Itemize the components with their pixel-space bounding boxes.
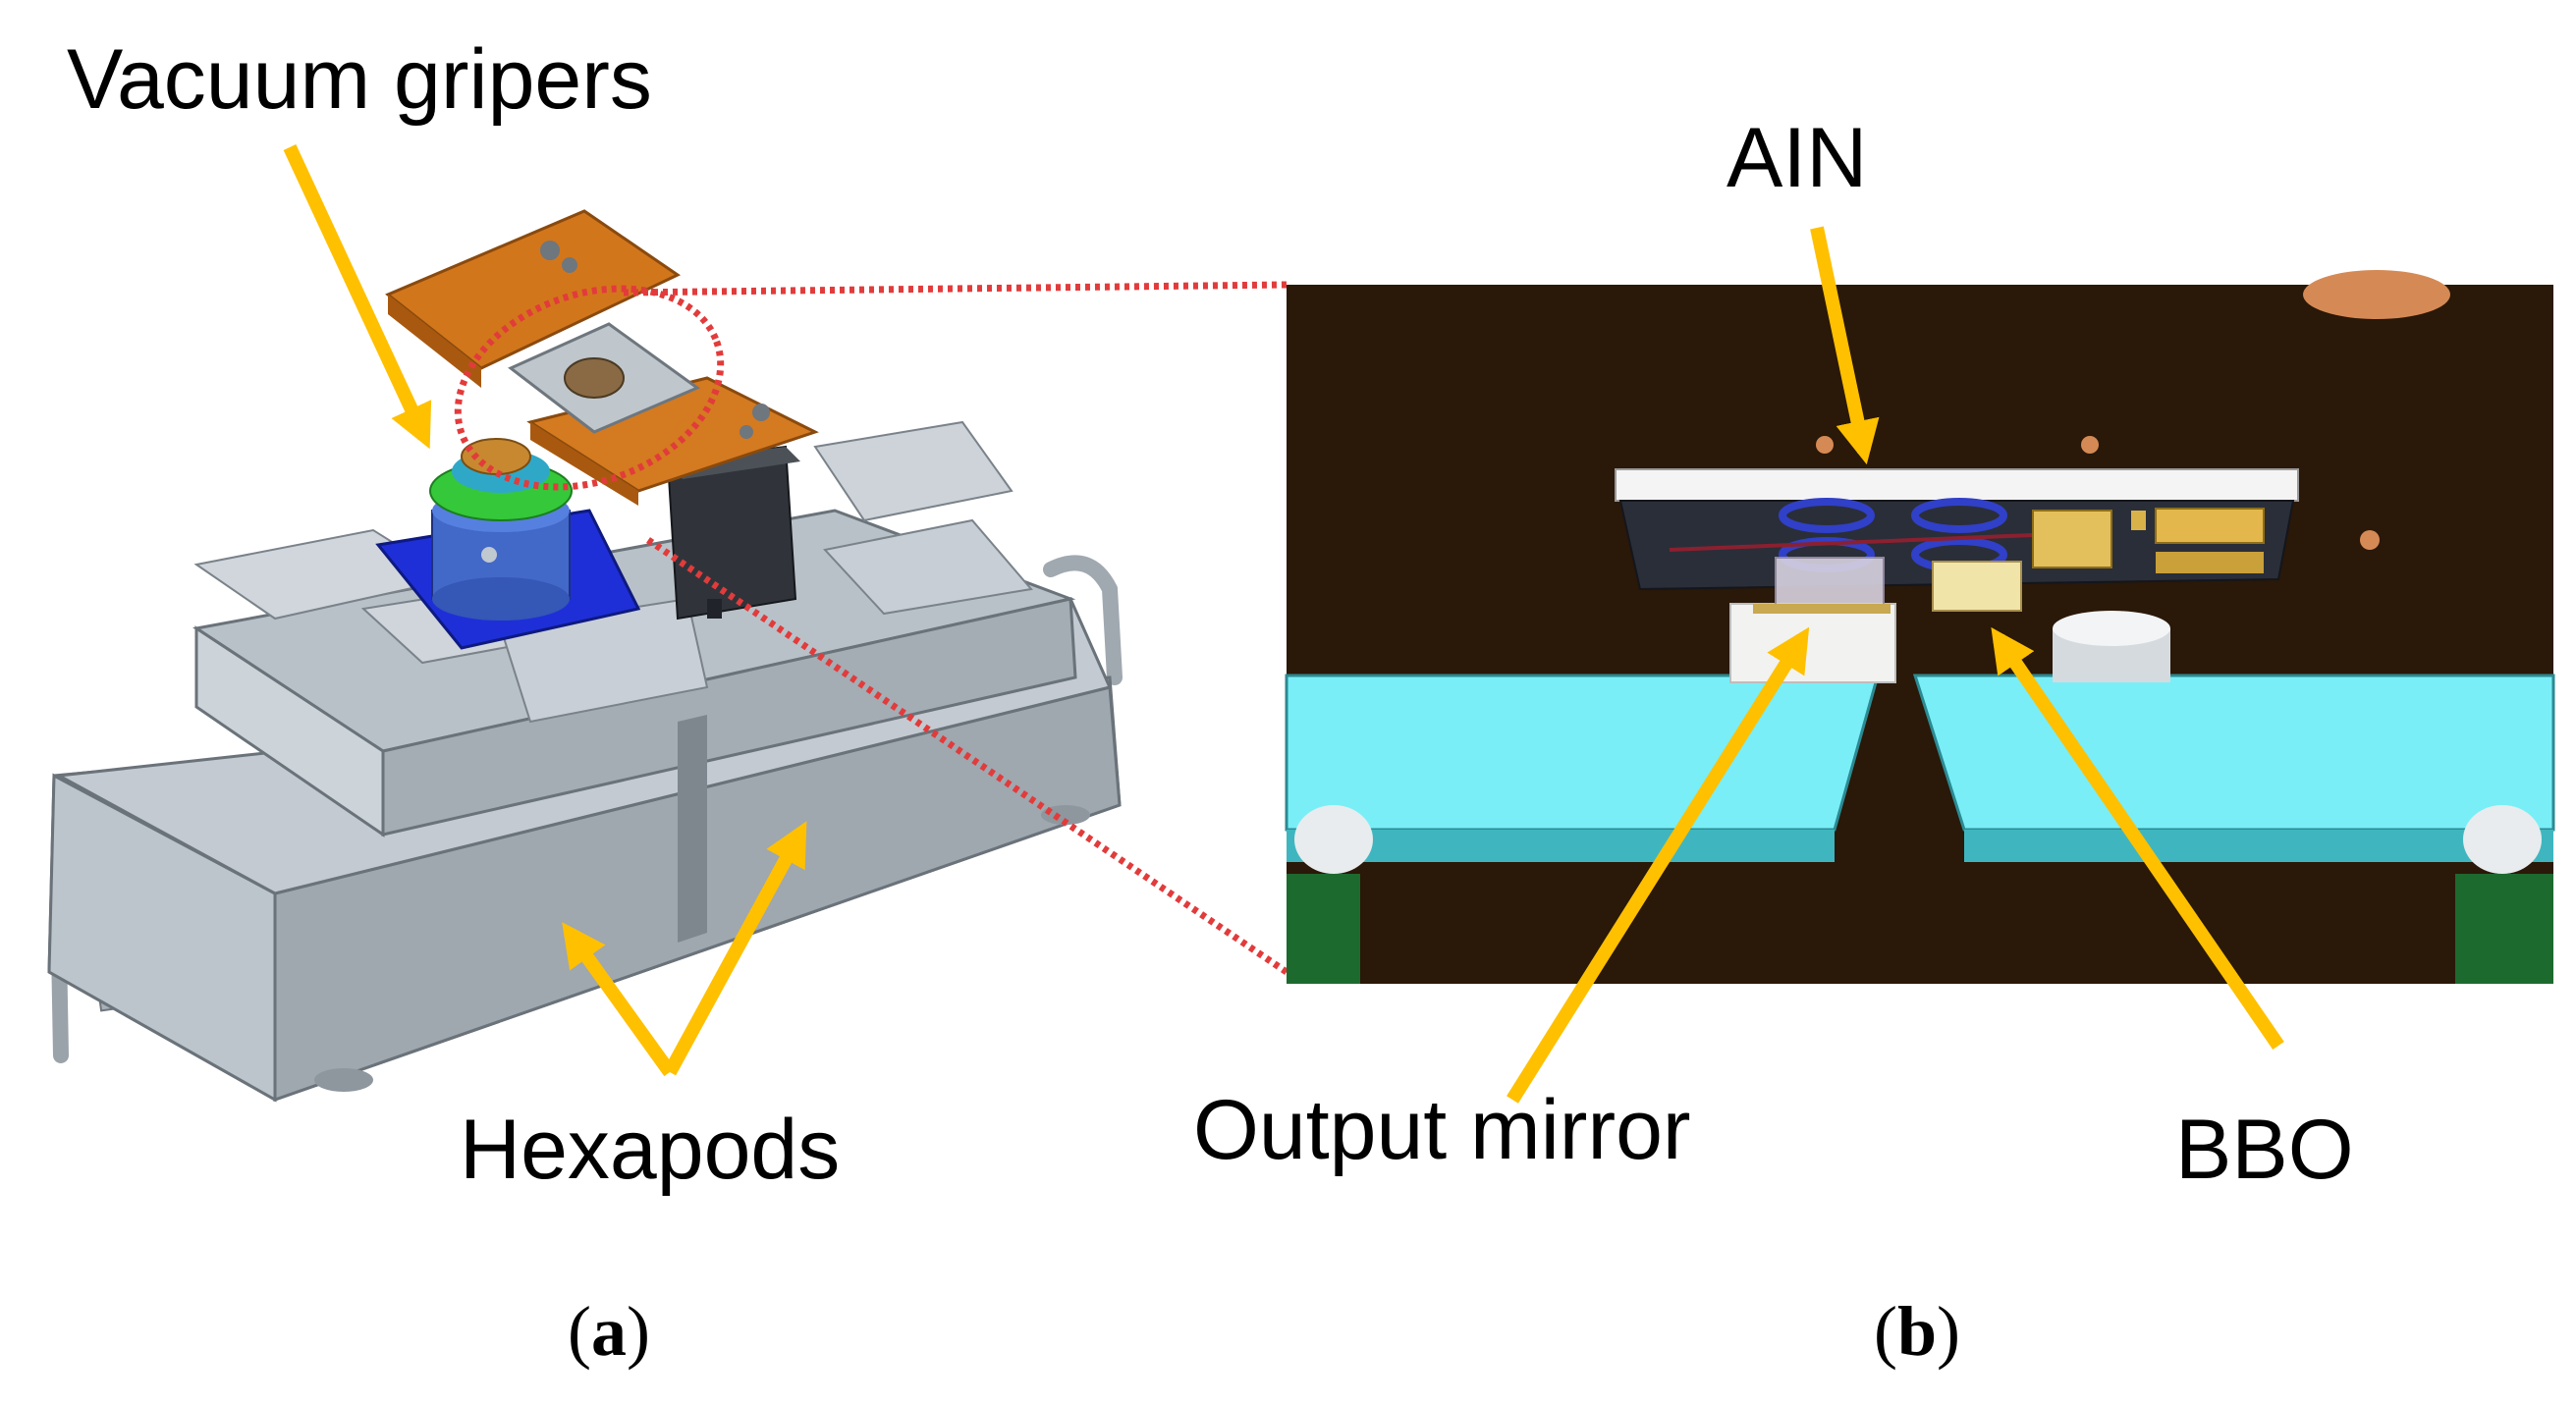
zoom-line-bottom bbox=[646, 537, 1288, 975]
hexapods-arrow-left bbox=[562, 922, 676, 1077]
chamber-background bbox=[1287, 285, 2553, 984]
label-output-mirror: Output mirror bbox=[1193, 1083, 1691, 1177]
panel-b-render bbox=[1285, 270, 2555, 984]
bbo-crystal bbox=[1932, 561, 2022, 612]
caption-a-close: ) bbox=[626, 1292, 650, 1371]
caption-a: (a) bbox=[568, 1296, 650, 1367]
ain-arrow bbox=[1810, 226, 1880, 465]
zoom-line-top bbox=[623, 281, 1288, 297]
panel-a-render bbox=[47, 209, 1123, 1103]
caption-b-letter: b bbox=[1896, 1292, 1938, 1371]
vacuum-grippers-arrow bbox=[283, 144, 432, 450]
cyan-block-left bbox=[1285, 674, 1880, 832]
cyan-block-right bbox=[1912, 674, 2555, 832]
output-mirror-arrow bbox=[1507, 626, 1810, 1104]
label-bbo: BBO bbox=[2175, 1103, 2354, 1197]
label-ain: AIN bbox=[1726, 111, 1868, 205]
output-mirror-crystal bbox=[1775, 557, 1885, 613]
bbo-arrow bbox=[1991, 626, 2284, 1050]
copper-plate-top bbox=[385, 209, 682, 370]
caption-b-open: ( bbox=[1874, 1292, 1897, 1371]
hexapods-arrow-right bbox=[663, 821, 807, 1076]
caption-a-open: ( bbox=[568, 1292, 591, 1371]
caption-b: (b) bbox=[1874, 1296, 1960, 1367]
caption-a-letter: a bbox=[590, 1292, 627, 1371]
caption-b-close: ) bbox=[1937, 1292, 1961, 1371]
label-vacuum-grippers: Vacuum gripers bbox=[67, 32, 652, 127]
ain-board bbox=[1615, 468, 2299, 502]
right-tube bbox=[1043, 555, 1123, 685]
label-hexapods: Hexapods bbox=[460, 1103, 841, 1197]
